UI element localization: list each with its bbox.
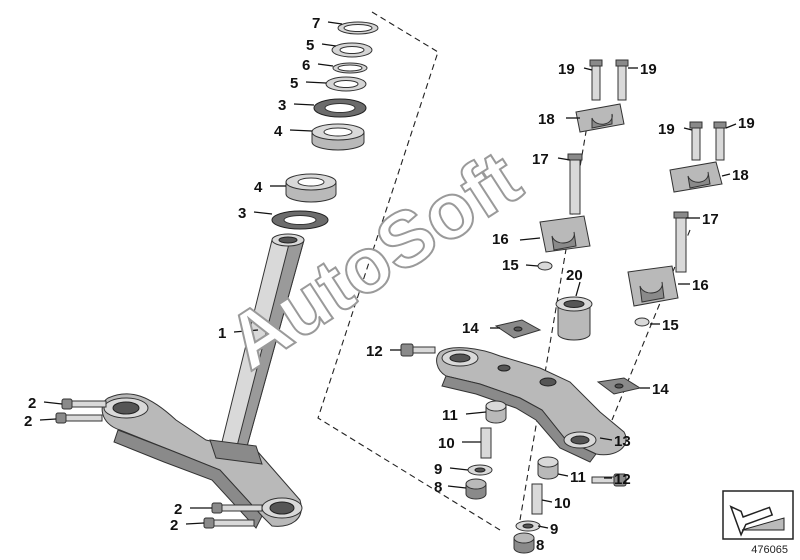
riser-base-16b bbox=[627, 265, 679, 307]
callout-7: 7 bbox=[312, 15, 320, 32]
callout-19: 19 bbox=[640, 61, 657, 78]
callout-8: 8 bbox=[434, 479, 442, 496]
callout-14: 14 bbox=[652, 381, 669, 398]
callout-20: 20 bbox=[566, 267, 583, 284]
seal-ring-upper bbox=[313, 98, 367, 118]
callout-15: 15 bbox=[502, 257, 519, 274]
callout-3: 3 bbox=[278, 97, 286, 114]
callout-4: 4 bbox=[274, 123, 283, 140]
washer-upper bbox=[331, 42, 373, 58]
callout-11: 11 bbox=[570, 469, 586, 486]
clamp-bolt-1 bbox=[61, 398, 107, 410]
bearing-upper bbox=[311, 123, 365, 151]
snap-ring bbox=[337, 21, 379, 35]
callout-9: 9 bbox=[550, 521, 558, 538]
callout-4: 4 bbox=[254, 179, 263, 196]
riser-washer-15a bbox=[537, 261, 553, 271]
callout-15: 15 bbox=[662, 317, 679, 334]
riser-clamp-18b bbox=[669, 161, 723, 193]
callout-19: 19 bbox=[558, 61, 575, 78]
pin-10a bbox=[480, 427, 492, 459]
callout-19: 19 bbox=[658, 121, 675, 138]
side-bolt-left bbox=[400, 343, 436, 357]
riser-bolt-19b bbox=[615, 59, 629, 101]
callout-13: 13 bbox=[614, 433, 631, 450]
callout-3: 3 bbox=[238, 205, 246, 222]
riser-washer-15b bbox=[634, 317, 650, 327]
callout-19: 19 bbox=[738, 115, 755, 132]
bearing-lower bbox=[285, 173, 337, 203]
upper-fork-bridge bbox=[436, 347, 627, 463]
clamp-bolt-4 bbox=[203, 517, 255, 529]
diagram-reference-number: 476065 bbox=[751, 544, 788, 556]
callout-5: 5 bbox=[306, 37, 314, 54]
washer-middle bbox=[325, 76, 367, 92]
callout-labels: 7 5 6 5 3 4 4 3 1 2 2 2 2 19 19 18 17 16… bbox=[24, 15, 755, 554]
nut-8b bbox=[513, 532, 535, 554]
callout-11: 11 bbox=[442, 407, 458, 424]
callout-16: 16 bbox=[692, 277, 709, 294]
callout-2: 2 bbox=[24, 413, 32, 430]
callout-18: 18 bbox=[732, 167, 749, 184]
next-arrow-icon[interactable] bbox=[722, 490, 794, 540]
callout-9: 9 bbox=[434, 461, 442, 478]
callout-2: 2 bbox=[28, 395, 36, 412]
riser-bolt-19d bbox=[713, 121, 727, 161]
callout-2: 2 bbox=[170, 517, 178, 534]
bushing-11a bbox=[485, 400, 507, 424]
callout-10: 10 bbox=[554, 495, 571, 512]
callout-5: 5 bbox=[290, 75, 298, 92]
callout-8: 8 bbox=[536, 537, 544, 554]
callout-10: 10 bbox=[438, 435, 455, 452]
damper-plate-left bbox=[494, 319, 542, 339]
seal-ring-lower bbox=[271, 210, 329, 230]
callout-16: 16 bbox=[492, 231, 509, 248]
riser-bolt-17a bbox=[567, 153, 583, 215]
callout-12: 12 bbox=[614, 471, 631, 488]
riser-base-16a bbox=[539, 215, 591, 253]
riser-clamp-18a bbox=[575, 103, 625, 133]
bushing-11b bbox=[537, 456, 559, 480]
riser-bolt-19c bbox=[689, 121, 703, 161]
nut-8a bbox=[465, 478, 487, 500]
clamp-bolt-2 bbox=[55, 412, 103, 424]
pin-10b bbox=[531, 483, 543, 515]
central-nut bbox=[555, 296, 593, 341]
riser-axis-left bbox=[519, 119, 589, 521]
leader-lines bbox=[39, 21, 737, 529]
callout-1: 1 bbox=[218, 325, 226, 342]
callout-18: 18 bbox=[538, 111, 555, 128]
callout-17: 17 bbox=[702, 211, 719, 228]
washer-9b bbox=[515, 520, 541, 532]
callout-2: 2 bbox=[174, 501, 182, 518]
clamp-bolt-3 bbox=[211, 502, 263, 514]
callout-14: 14 bbox=[462, 320, 479, 337]
spacer-ring bbox=[332, 62, 368, 74]
lower-fork-bridge bbox=[101, 393, 303, 529]
riser-bolt-19a bbox=[589, 59, 603, 101]
side-bolt-right bbox=[591, 473, 627, 487]
callout-17: 17 bbox=[532, 151, 549, 168]
washer-9a bbox=[467, 464, 493, 476]
riser-bolt-17b bbox=[673, 211, 689, 273]
damper-plate-right bbox=[596, 377, 642, 395]
callout-6: 6 bbox=[302, 57, 310, 74]
callout-12: 12 bbox=[366, 343, 383, 360]
